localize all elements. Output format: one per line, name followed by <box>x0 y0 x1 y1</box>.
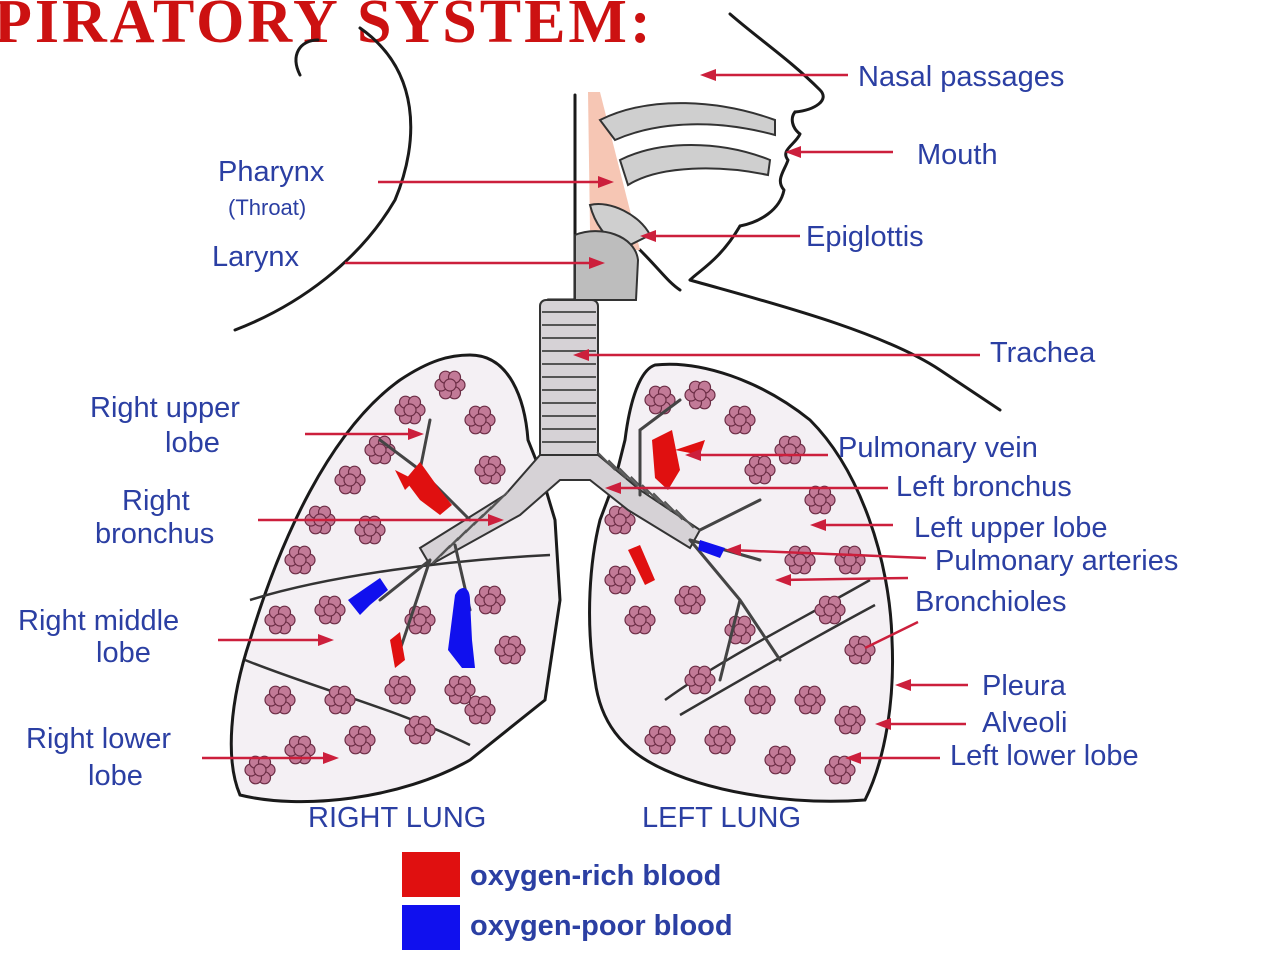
legend-label-oxygen-poor: oxygen-poor blood <box>470 910 733 942</box>
label-right-lung: RIGHT LUNG <box>308 802 486 834</box>
label-epiglottis: Epiglottis <box>806 221 924 253</box>
legend-swatch-oxygen-rich <box>402 852 460 897</box>
larynx-shape <box>575 231 638 300</box>
label-alveoli: Alveoli <box>982 707 1067 739</box>
label-trachea: Trachea <box>990 337 1096 369</box>
label-left-bronchus: Left bronchus <box>896 471 1072 503</box>
trachea-shape <box>540 300 598 462</box>
label-throat: (Throat) <box>228 195 306 220</box>
label-right-middle-lobe-line2: lobe <box>96 637 151 669</box>
right-lung <box>231 355 560 802</box>
label-pulmonary-arteries: Pulmonary arteries <box>935 545 1178 577</box>
label-left-lower-lobe: Left lower lobe <box>950 740 1139 772</box>
label-right-middle-lobe-line1: Right middle <box>18 605 179 637</box>
legend: oxygen-rich blood oxygen-poor blood <box>402 852 733 950</box>
label-nasal-passages: Nasal passages <box>858 61 1064 93</box>
label-pleura: Pleura <box>982 670 1067 702</box>
legend-label-oxygen-rich: oxygen-rich blood <box>470 860 721 892</box>
label-right-bronchus-line2: bronchus <box>95 518 214 550</box>
label-pulmonary-vein: Pulmonary vein <box>838 432 1038 464</box>
page-title: PIRATORY SYSTEM: <box>0 0 654 56</box>
label-right-lower-lobe-line2: lobe <box>88 760 143 792</box>
label-right-upper-lobe-line2: lobe <box>165 427 220 459</box>
label-right-lower-lobe-line1: Right lower <box>26 723 171 755</box>
label-left-lung: LEFT LUNG <box>642 802 801 834</box>
label-mouth: Mouth <box>917 139 998 171</box>
legend-swatch-oxygen-poor <box>402 905 460 950</box>
label-pharynx: Pharynx <box>218 156 325 188</box>
label-right-upper-lobe-line1: Right upper <box>90 392 240 424</box>
nasal-cavity <box>588 92 775 250</box>
label-right-bronchus-line1: Right <box>122 485 190 517</box>
label-bronchioles: Bronchioles <box>915 586 1067 618</box>
label-left-upper-lobe: Left upper lobe <box>914 512 1107 544</box>
label-larynx: Larynx <box>212 241 300 273</box>
